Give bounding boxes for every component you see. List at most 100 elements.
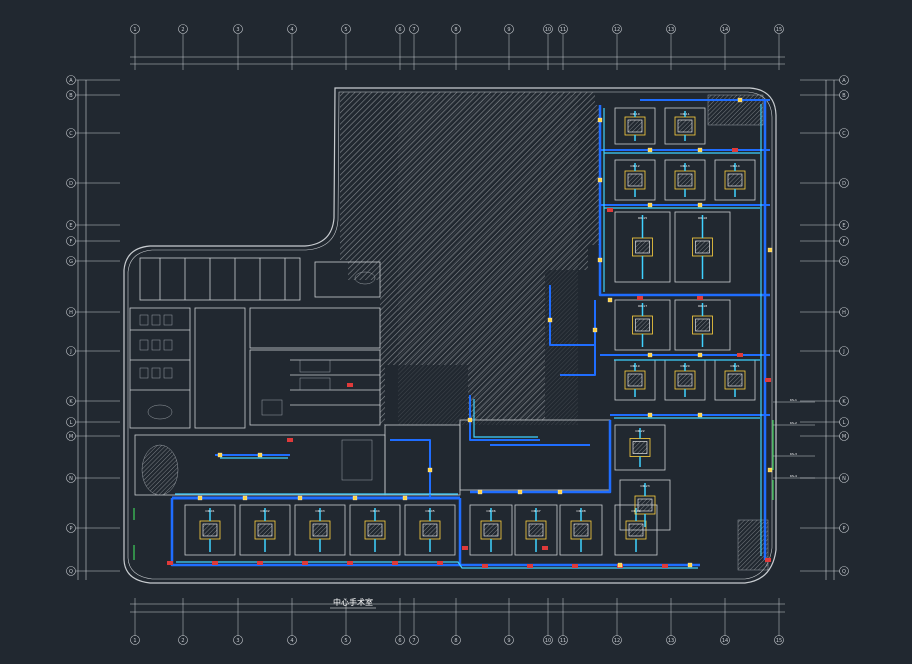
svg-text:1: 1	[133, 27, 136, 33]
operating-room: OR-13	[664, 159, 706, 201]
axis-bubble-bottom: 13	[666, 635, 676, 645]
operating-room: OR-08	[559, 504, 603, 556]
fire-damper	[437, 561, 443, 565]
svg-text:A: A	[842, 78, 846, 84]
svg-text:OR-18: OR-18	[698, 304, 707, 308]
axis-bubble-right: A	[839, 75, 849, 85]
axis-bubble-left: A	[66, 75, 76, 85]
axis-bubble-top: 5	[341, 24, 351, 34]
svg-text:OR-06: OR-06	[486, 509, 495, 513]
air-valve	[217, 452, 223, 458]
svg-text:10: 10	[545, 27, 551, 33]
axis-bubble-top: 12	[612, 24, 622, 34]
axis-bubble-bottom: 8	[451, 635, 461, 645]
axis-bubble-top: 10	[543, 24, 553, 34]
fire-damper	[542, 546, 548, 550]
svg-text:K: K	[842, 399, 846, 405]
axis-bubble-bottom: 5	[341, 635, 351, 645]
air-valve	[557, 489, 563, 495]
fire-damper	[527, 564, 533, 568]
axis-bubble-right: K	[839, 396, 849, 406]
operating-room: OR-23	[619, 479, 671, 531]
fire-damper	[637, 296, 643, 300]
operating-room: OR-05	[404, 504, 456, 556]
svg-text:13: 13	[668, 638, 674, 644]
fire-damper	[697, 296, 703, 300]
svg-text:J: J	[69, 349, 71, 355]
svg-text:N: N	[69, 476, 73, 482]
svg-text:3: 3	[236, 27, 239, 33]
air-valve	[517, 489, 523, 495]
fire-damper	[167, 561, 173, 565]
axis-bubble-right: J	[839, 346, 849, 356]
axis-bubble-right: G	[839, 256, 849, 266]
svg-text:B: B	[69, 93, 73, 99]
air-valve	[592, 327, 598, 333]
axis-bubble-bottom: 9	[504, 635, 514, 645]
air-valve	[767, 467, 773, 473]
svg-text:OR-14: OR-14	[730, 164, 739, 168]
air-valve	[687, 562, 693, 568]
svg-text:F: F	[843, 239, 846, 245]
svg-text:C: C	[69, 131, 73, 137]
fire-damper	[347, 561, 353, 565]
svg-text:OR-04: OR-04	[370, 509, 379, 513]
riser-tag: KS-1	[790, 398, 797, 402]
svg-text:M: M	[842, 434, 846, 440]
svg-text:G: G	[69, 259, 73, 265]
air-valve	[547, 317, 553, 323]
svg-text:F: F	[70, 239, 73, 245]
svg-text:P: P	[69, 526, 72, 532]
svg-text:OR-10: OR-10	[630, 112, 639, 116]
svg-text:H: H	[842, 310, 846, 316]
air-valve	[767, 247, 773, 253]
air-valve	[737, 97, 743, 103]
air-valves	[197, 97, 773, 568]
air-valve	[197, 495, 203, 501]
svg-text:2: 2	[181, 638, 184, 644]
svg-text:10: 10	[545, 638, 551, 644]
interior-walls	[129, 257, 611, 496]
fire-damper	[287, 438, 293, 442]
riser-tag: KS-2	[790, 421, 797, 425]
operating-room: OR-18	[674, 299, 731, 351]
axis-bubble-bottom: 2	[178, 635, 188, 645]
svg-text:11: 11	[560, 638, 566, 644]
air-valve	[647, 202, 653, 208]
axis-bubble-left: L	[66, 417, 76, 427]
operating-room: OR-02	[239, 504, 291, 556]
air-valve	[402, 495, 408, 501]
building-outline	[123, 87, 777, 584]
svg-text:N: N	[842, 476, 846, 482]
air-valve	[647, 412, 653, 418]
air-valve	[257, 452, 263, 458]
operating-room: OR-10	[614, 107, 656, 145]
right-dimension-line	[825, 80, 835, 580]
operating-room: OR-03	[294, 504, 346, 556]
svg-text:OR-23: OR-23	[640, 484, 649, 488]
riser-tag: KS-3	[790, 452, 797, 456]
axis-bubble-right: C	[839, 128, 849, 138]
svg-text:A: A	[69, 78, 73, 84]
operating-room: OR-15	[614, 211, 671, 283]
svg-text:Q: Q	[69, 569, 73, 575]
axis-bubble-bottom: 7	[409, 635, 419, 645]
svg-text:L: L	[70, 420, 73, 426]
svg-text:G: G	[842, 259, 846, 265]
svg-text:OR-01: OR-01	[205, 509, 214, 513]
riser-tag-labels: KS-1 KS-2 KS-3 KS-4	[790, 398, 797, 478]
air-valve	[477, 489, 483, 495]
svg-text:9: 9	[507, 638, 510, 644]
axis-bubble-top: 6	[395, 24, 405, 34]
operating-room: OR-11	[664, 107, 706, 145]
svg-text:6: 6	[398, 638, 401, 644]
svg-text:14: 14	[722, 27, 728, 33]
axis-bubble-bottom: 15	[774, 635, 784, 645]
axis-bubble-left: J	[66, 346, 76, 356]
axis-bubble-top: 4	[287, 24, 297, 34]
svg-text:J: J	[842, 349, 844, 355]
svg-text:E: E	[842, 223, 845, 229]
operating-room: OR-14	[714, 159, 756, 201]
axis-bubble-right: N	[839, 473, 849, 483]
